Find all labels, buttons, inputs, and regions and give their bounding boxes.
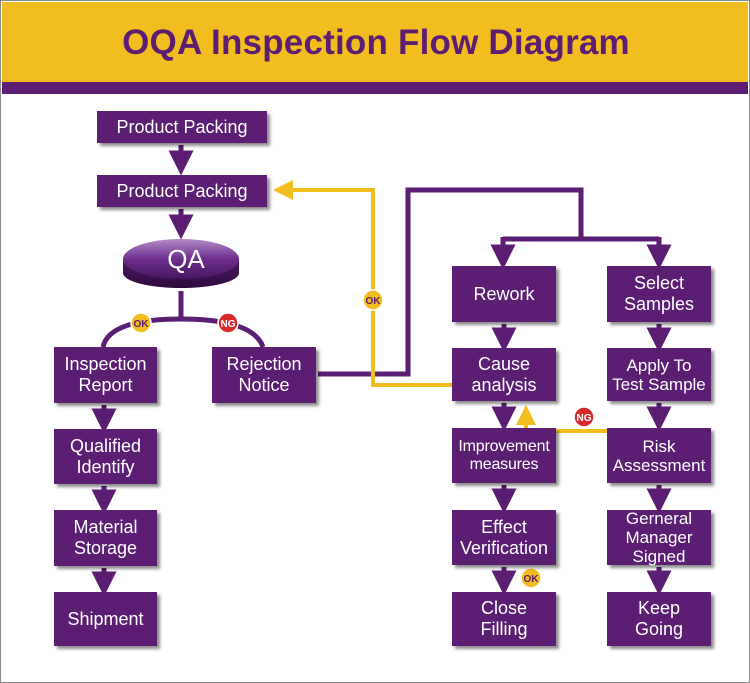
product-packing-box-1: Product Packing <box>97 111 267 143</box>
shipment-box: Shipment <box>54 592 157 646</box>
select-samples-box: Select Samples <box>607 266 711 322</box>
inspection-report-box: Inspection Report <box>54 347 157 403</box>
svg-text:NG: NG <box>577 413 592 424</box>
svg-text:OK: OK <box>524 574 540 585</box>
svg-text:NG: NG <box>221 319 236 330</box>
general-manager-signed-box: Gerneral Manager Signed <box>607 509 711 566</box>
badge-ok-loop: OK <box>362 289 384 311</box>
rejection-notice-box: Rejection Notice <box>212 347 316 403</box>
apply-to-test-sample-box: Apply To Test Sample <box>607 348 711 401</box>
line-rejection-up <box>318 187 584 377</box>
close-filling-box: Close Filling <box>452 592 556 646</box>
qa-cylinder <box>123 239 239 288</box>
badge-ng-risk: NG <box>573 406 595 428</box>
qualified-identify-box: Qualified Identify <box>54 429 157 484</box>
badge-ng-qa: NG <box>217 312 239 334</box>
badge-ok-effect: OK <box>520 567 542 589</box>
yellow-loop-lines <box>273 180 608 433</box>
header-band <box>2 2 748 82</box>
cause-analysis-box: Cause analysis <box>452 348 556 401</box>
rejection-branch-lines <box>318 187 672 377</box>
line-qa-split <box>100 316 266 349</box>
left-flow-arrows <box>91 145 266 597</box>
svg-text:OK: OK <box>134 319 150 330</box>
right-flow-arrows <box>491 324 672 596</box>
keep-going-box: Keep Going <box>607 592 711 646</box>
badge-ok-qa: OK <box>130 312 152 334</box>
qa-label: QA <box>167 244 205 274</box>
svg-text:OK: OK <box>366 296 382 307</box>
improvement-measures-box: Improvement measures <box>452 428 556 483</box>
arrow-cause-to-packing <box>273 180 452 387</box>
effect-verification-box: Effect Verification <box>452 510 556 565</box>
rework-box: Rework <box>452 266 556 322</box>
material-storage-box: Material Storage <box>54 510 157 566</box>
page-title: OQA Inspection Flow Diagram <box>122 23 630 62</box>
risk-assessment-box: Risk Assessment <box>607 428 711 483</box>
header-underline <box>2 82 748 94</box>
product-packing-box-2: Product Packing <box>97 175 267 207</box>
